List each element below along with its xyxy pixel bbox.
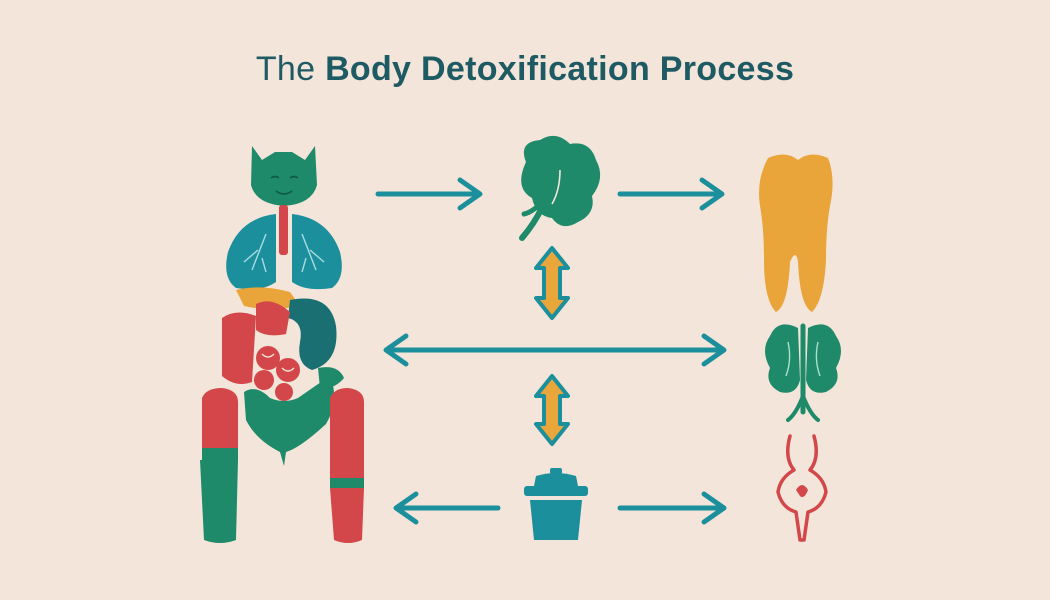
lungs-icon	[226, 214, 342, 290]
page-title: The Body Detoxification Process	[0, 50, 1050, 89]
arrow-body-to-liver	[375, 177, 483, 211]
vertical-arrow-center-bin	[534, 374, 570, 446]
stomach-icon	[288, 298, 337, 370]
arrow-bin-to-bladder	[617, 491, 727, 525]
arrow-bin-to-body	[393, 491, 501, 525]
kidneys-icon	[765, 323, 841, 422]
head-icon	[251, 146, 317, 206]
arrow-body-kidneys-double	[383, 333, 727, 367]
liver-icon	[519, 135, 601, 241]
title-emphasis: Body Detoxification Process	[325, 50, 795, 88]
title-prefix: The	[255, 50, 316, 88]
left-leg-icon	[200, 388, 238, 543]
tooth-icon	[759, 154, 833, 312]
human-body-organs-icon	[200, 146, 364, 543]
pelvis-bladder-icon	[244, 376, 335, 466]
liver-organ-icon	[236, 287, 300, 309]
trash-bin-icon	[524, 468, 588, 540]
trachea-icon	[279, 205, 288, 255]
right-leg-icon	[330, 388, 364, 543]
small-intestine-icon	[254, 346, 300, 401]
arrow-liver-to-tooth	[617, 177, 725, 211]
large-intestine-icon	[222, 312, 256, 384]
bladder-icon	[776, 434, 828, 542]
vertical-arrow-liver-center	[534, 246, 570, 320]
